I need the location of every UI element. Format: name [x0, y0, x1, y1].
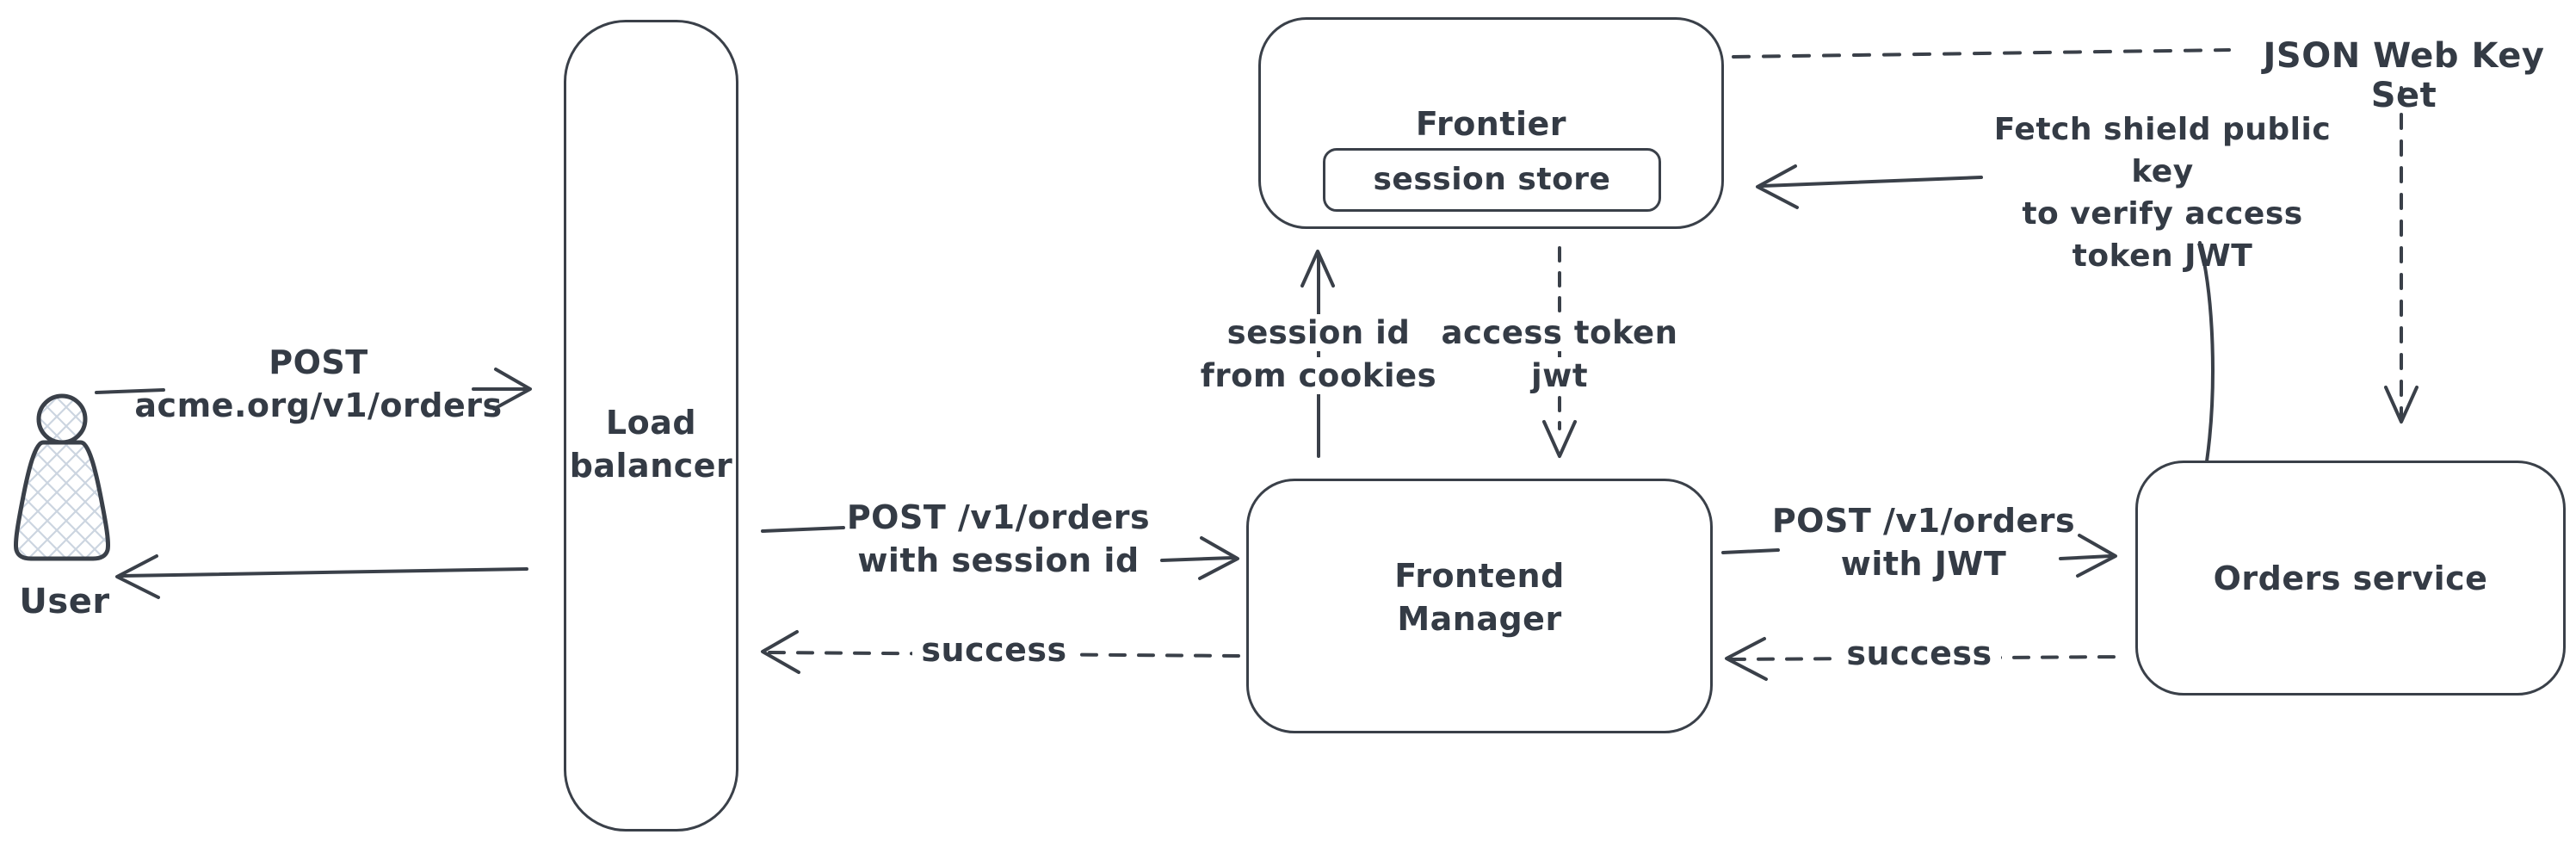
load-balancer-label: Load balancer: [569, 404, 733, 485]
orders-service-node: [2135, 461, 2566, 696]
arrow-orders-service-to-frontier-fetch-key: [1756, 164, 1983, 209]
frontend-manager-label: Frontend Manager: [1394, 557, 1565, 638]
dashed-line-frontier-to-jwks: [1732, 48, 2231, 59]
arrow-orders-service-to-frontend-manager-success: [1725, 637, 2124, 681]
arrow-user-to-load-balancer: [95, 368, 532, 411]
edge-label-user-to-load-balancer: POST acme.org/v1/orders: [134, 343, 503, 424]
edge-label-load-balancer-to-frontend-manager: POST /v1/orders with session id: [846, 498, 1151, 579]
arrow-frontend-manager-to-orders-service: [1721, 534, 2117, 578]
arrow-frontier-to-frontend-manager: [1542, 246, 1577, 458]
edge-label-access-token-jwt: access token jwt: [1430, 312, 1689, 398]
frontend-manager-node: [1246, 479, 1713, 733]
edge-label-frontend-manager-to-orders-service: POST /v1/orders with JWT: [1771, 502, 2076, 583]
arrow-load-balancer-to-user: [115, 554, 528, 599]
edge-label-session-id-from-cookies: session id from cookies: [1189, 312, 1448, 398]
connector-fetch-label-to-orders-service: [2198, 241, 2215, 463]
user-icon: [14, 393, 110, 561]
user-label: User: [19, 582, 110, 621]
arrow-load-balancer-to-frontend-manager: [761, 526, 1239, 580]
session-store-label: session store: [1373, 162, 1611, 197]
dashed-arrow-jwks-to-orders-service: [2384, 86, 2418, 424]
arrow-frontend-manager-to-frontier: [1300, 250, 1335, 458]
orders-service-label: Orders service: [2213, 560, 2488, 597]
session-store-node: [1323, 148, 1661, 212]
jwks-label: JSON Web Key Set: [2263, 36, 2545, 115]
load-balancer-node: [564, 20, 738, 832]
frontier-label: Frontier: [1415, 105, 1567, 143]
edge-label-success-right: success: [1820, 634, 2018, 672]
edge-label-success-left: success: [895, 631, 1093, 669]
edge-label-fetch-shield-public-key: Fetch shield public key to verify access…: [1993, 112, 2332, 274]
